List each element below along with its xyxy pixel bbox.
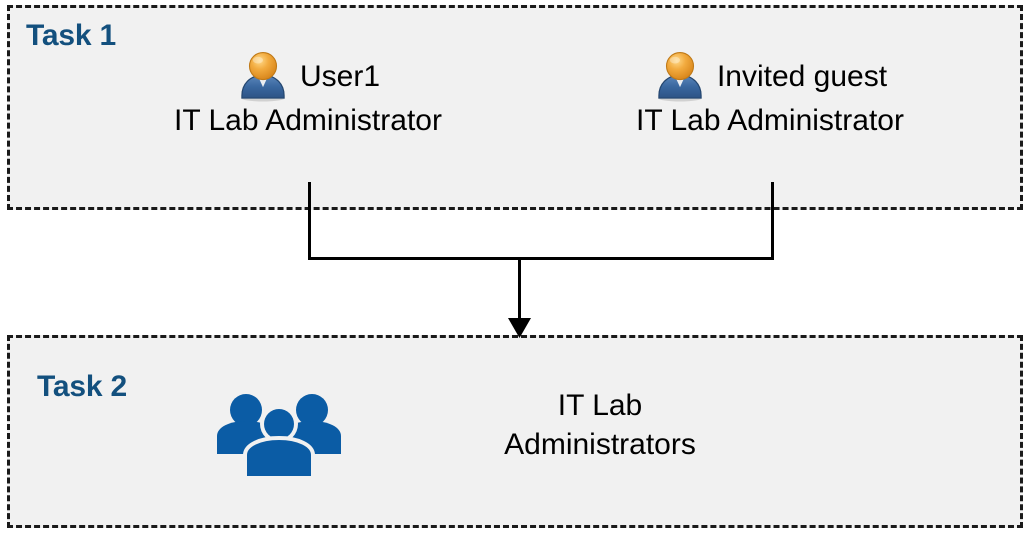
group-name-line-1: IT Lab [557, 389, 643, 422]
user-icon [658, 51, 702, 102]
user-icon [241, 51, 285, 102]
task-1-container [7, 5, 1023, 210]
group-name-label: IT Lab Administrators [400, 386, 800, 464]
group-of-people-icon [217, 394, 341, 478]
task-2-container [7, 335, 1023, 528]
user-entry-top-line: User1 [128, 51, 488, 102]
user-role: IT Lab Administrator [174, 104, 442, 137]
group-name-line-2: Administrators [504, 428, 696, 461]
user-name: User1 [299, 59, 381, 93]
user-entry-invited-guest: Invited guest IT Lab Administrator [585, 51, 955, 141]
user-name: Invited guest [716, 59, 888, 93]
task-1-label: Task 1 [26, 19, 116, 52]
user-role: IT Lab Administrator [636, 104, 904, 137]
user-entry-top-line: Invited guest [585, 51, 955, 102]
task-2-label: Task 2 [37, 370, 127, 403]
user-entry-user1: User1 IT Lab Administrator [128, 51, 488, 141]
